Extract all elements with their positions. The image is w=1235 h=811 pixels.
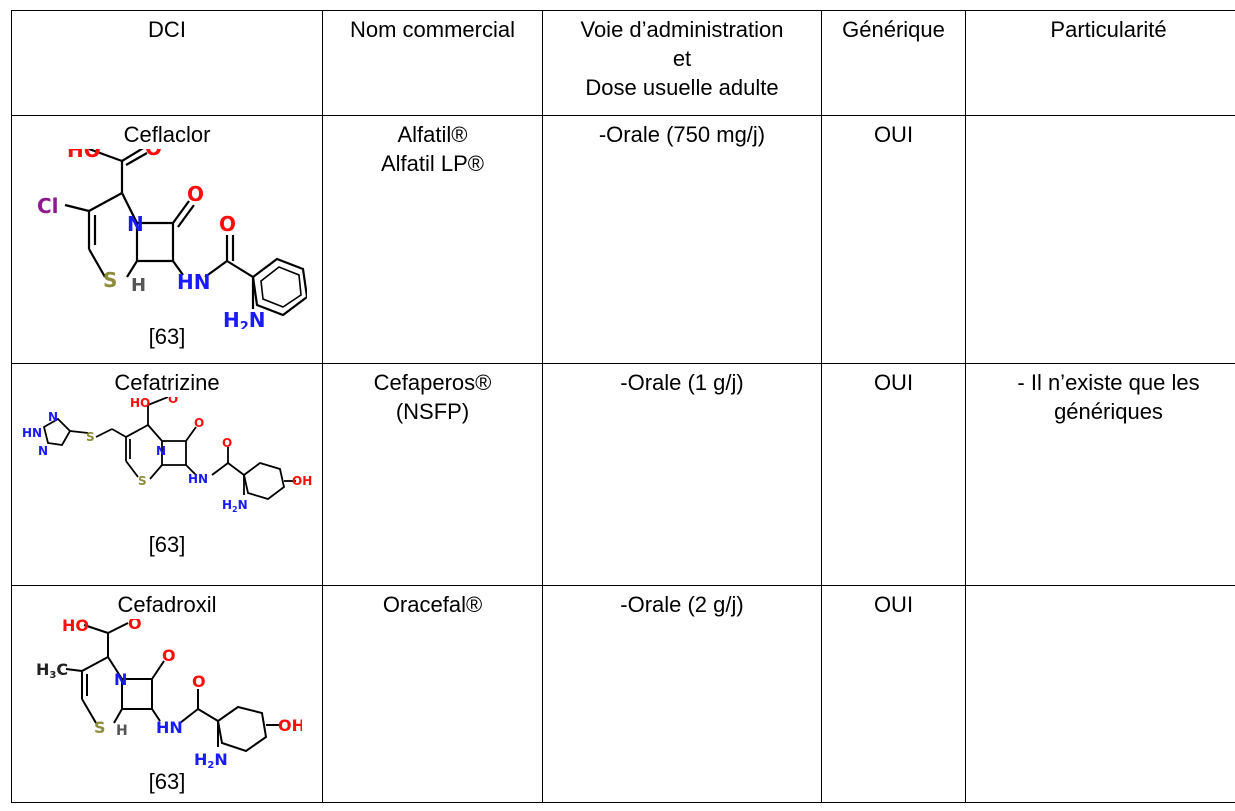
header-generique: Générique [821, 10, 966, 116]
voie-cell: -Orale (2 g/j) [542, 585, 822, 803]
particularite-cell: - Il n’existe que les génériques [965, 363, 1235, 586]
header-particularite: Particularité [965, 10, 1235, 116]
nom-commercial-cell: Cefaperos® (NSFP) [322, 363, 543, 586]
dci-cell: Cefatrizine [11, 363, 323, 586]
atom-s: S [86, 430, 95, 444]
dci-name: Cefadroxil [117, 592, 217, 617]
chemical-structure-cefadroxil: HO O O O H3C N S H HN H2N OH [36, 619, 302, 769]
reference-label: [63] [148, 532, 186, 557]
dci-cell: Cefadroxil [11, 585, 323, 803]
atom-n: N [127, 212, 144, 236]
atom-s: S [138, 474, 147, 488]
header-voie-line2: et [672, 46, 692, 71]
atom-o: O [162, 646, 176, 665]
atom-h2n-n: N [249, 308, 266, 329]
chemical-structure-ceflaclor: HO O O O Cl N S H HN H2N [37, 149, 307, 329]
atom-h2n: H2N [194, 750, 228, 769]
table-row: Cefadroxil [11, 585, 1235, 803]
reference-label: [63] [148, 324, 186, 349]
atom-h3c-sub: 3 [49, 670, 56, 681]
dci-cell: Ceflaclor [11, 115, 323, 364]
dci-name: Ceflaclor [123, 122, 211, 147]
drug-table: DCI Nom commercial Voie d’administration… [11, 10, 1235, 803]
atom-ho: HO [67, 149, 101, 162]
table-header-row: DCI Nom commercial Voie d’administration… [11, 10, 1235, 116]
nom-commercial-2: (NSFP) [395, 399, 470, 424]
table-row: Ceflaclor [11, 115, 1235, 364]
header-voie: Voie d’administration et Dose usuelle ad… [542, 10, 822, 116]
nom-commercial-1: Oracefal® [382, 592, 483, 617]
nom-commercial-cell: Alfatil® Alfatil LP® [322, 115, 543, 364]
atom-o: O [128, 619, 142, 633]
atom-h3c-h: H [36, 660, 49, 679]
nom-commercial-cell: Oracefal® [322, 585, 543, 803]
generique-cell: OUI [821, 115, 966, 364]
atom-n: N [38, 444, 48, 458]
atom-o: O [145, 149, 162, 160]
atom-h3c-c: C [56, 660, 68, 679]
atom-cl: Cl [37, 194, 59, 218]
atom-o: O [187, 182, 204, 206]
atom-oh: OH [292, 474, 312, 488]
reference-label: [63] [148, 769, 186, 794]
nom-commercial-1: Cefaperos® [373, 370, 492, 395]
atom-n: N [156, 444, 166, 458]
voie-cell: -Orale (1 g/j) [542, 363, 822, 586]
atom-h2n-h: H [223, 308, 240, 329]
voie-cell: -Orale (750 mg/j) [542, 115, 822, 364]
atom-h3c: H3C [36, 660, 68, 681]
atom-oh: OH [278, 716, 302, 735]
atom-hn: HN [188, 472, 208, 486]
atom-h2n: H2N [222, 498, 248, 514]
atom-s: S [103, 268, 117, 292]
chemical-structure-cefatrizine: N HN N S HO O O O N S HN H2N OH [22, 397, 312, 514]
atom-hn: HN [156, 718, 183, 737]
atom-h2n: H2N [223, 308, 266, 329]
atom-ho: HO [130, 397, 150, 410]
atom-o: O [192, 672, 206, 691]
atom-o: O [219, 212, 236, 236]
atom-n: N [114, 670, 127, 689]
nom-commercial-2: Alfatil LP® [380, 151, 485, 176]
atom-ho: HO [62, 619, 89, 635]
header-nom-commercial: Nom commercial [322, 10, 543, 116]
particularite-cell [965, 585, 1235, 803]
atom-h2n-sub: 2 [232, 505, 238, 514]
atom-h: H [131, 275, 146, 296]
atom-hn: HN [177, 270, 210, 294]
nom-commercial-1: Alfatil® [397, 122, 468, 147]
atom-h2n-h: H [222, 498, 232, 512]
particularite-line1: - Il n’existe que les [1017, 370, 1200, 395]
generique-cell: OUI [821, 363, 966, 586]
atom-o: O [194, 416, 204, 430]
table-row: Cefatrizine [11, 363, 1235, 586]
header-voie-line1: Voie d’administration [580, 17, 784, 42]
atom-h2n-sub: 2 [240, 320, 249, 329]
atom-h: H [116, 723, 128, 739]
atom-o: O [168, 397, 178, 406]
atom-h2n-sub: 2 [207, 760, 214, 769]
atom-h2n-n: N [238, 498, 248, 512]
atom-hn: HN [22, 426, 42, 440]
generique-cell: OUI [821, 585, 966, 803]
dci-name: Cefatrizine [114, 370, 220, 395]
atom-s: S [94, 718, 106, 737]
particularite-cell [965, 115, 1235, 364]
atom-h2n-h: H [194, 750, 207, 769]
particularite-line2: génériques [1054, 399, 1163, 424]
header-dci: DCI [11, 10, 323, 116]
atom-h2n-n: N [214, 750, 227, 769]
header-voie-line3: Dose usuelle adulte [585, 75, 779, 100]
atom-n: N [48, 410, 58, 424]
atom-o: O [222, 436, 232, 450]
